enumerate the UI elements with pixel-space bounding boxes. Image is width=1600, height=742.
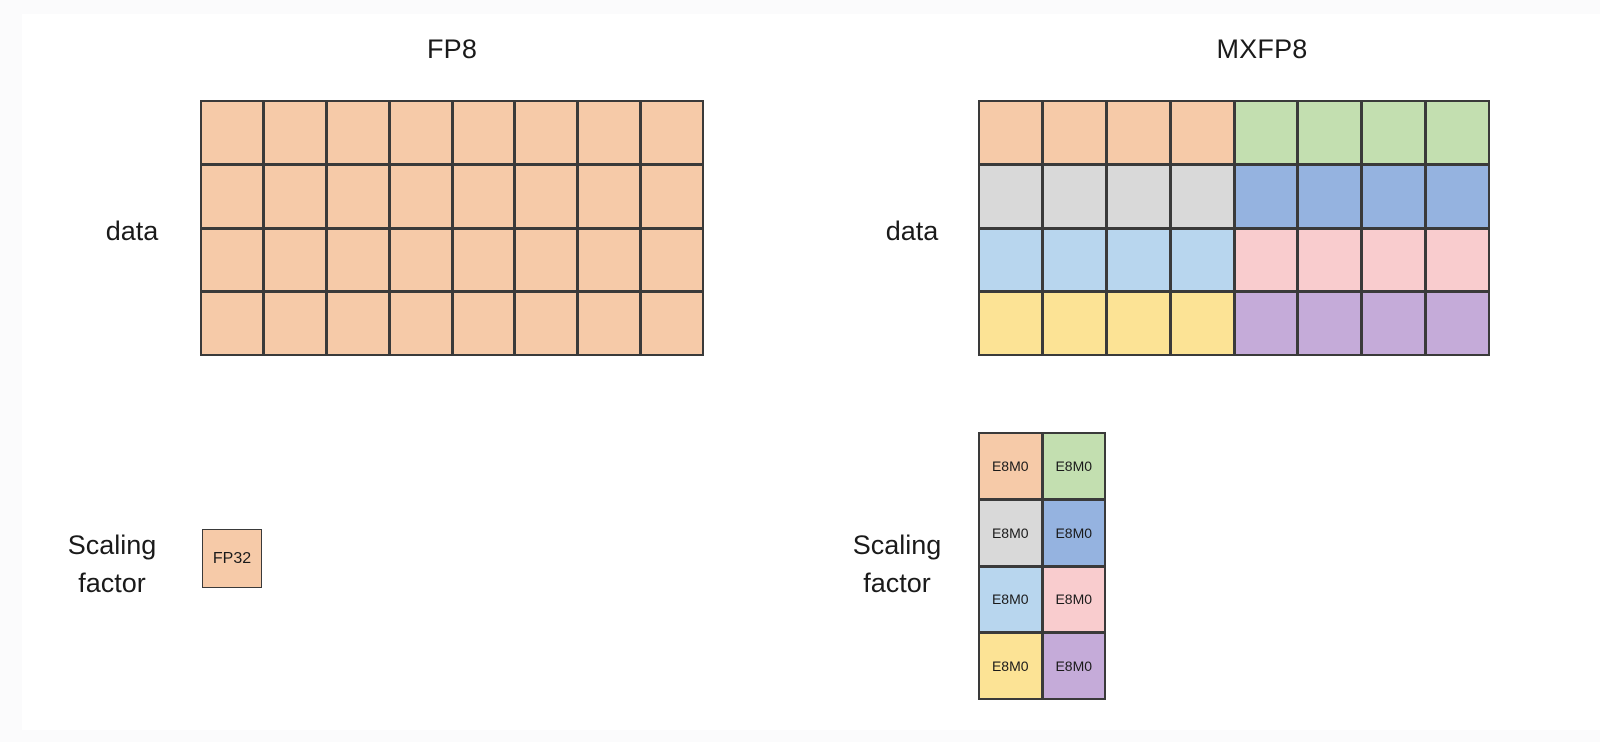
mxfp8-cell <box>1170 292 1234 355</box>
fp8-scaling-factor-label: Scaling factor <box>32 526 192 603</box>
mxfp8-cell <box>1234 228 1298 292</box>
mxfp8-cell <box>1106 292 1170 355</box>
mxfp8-scaling-label-line2: factor <box>863 568 931 599</box>
mxfp8-cell <box>1362 292 1426 355</box>
fp8-cell <box>515 164 578 228</box>
fp8-cell <box>389 228 452 292</box>
fp8-cell <box>389 101 452 164</box>
fp8-cell <box>263 228 326 292</box>
fp8-cell <box>201 164 263 228</box>
fp8-cell <box>389 164 452 228</box>
fp8-cell <box>263 164 326 228</box>
fp8-cell <box>326 228 389 292</box>
mxfp8-cell <box>1170 164 1234 228</box>
fp8-cell <box>578 101 641 164</box>
fp8-cell <box>389 292 452 355</box>
fp8-scaling-factor-box: FP32 <box>202 529 262 588</box>
mxfp8-cell <box>1426 292 1489 355</box>
fp8-cell <box>326 101 389 164</box>
mxfp8-cell <box>1234 292 1298 355</box>
mxfp8-data-label: data <box>885 216 939 246</box>
mxfp8-scaling-factor-cell: E8M0 <box>1042 499 1105 566</box>
mxfp8-cell <box>1042 292 1106 355</box>
mxfp8-cell <box>1170 101 1234 164</box>
mxfp8-cell <box>1234 101 1298 164</box>
fp8-cell <box>641 228 703 292</box>
fp8-cell <box>515 101 578 164</box>
fp8-data-grid <box>200 100 704 356</box>
fp8-cell <box>578 292 641 355</box>
fp8-cell <box>641 164 703 228</box>
mxfp8-cell <box>1042 101 1106 164</box>
mxfp8-cell <box>979 292 1042 355</box>
mxfp8-cell <box>1298 292 1362 355</box>
fp8-cell <box>641 292 703 355</box>
fp8-cell <box>515 228 578 292</box>
mxfp8-scaling-factor-cell: E8M0 <box>979 499 1042 566</box>
fp8-cell <box>578 164 641 228</box>
mxfp8-cell <box>1042 164 1106 228</box>
fp8-cell <box>515 292 578 355</box>
fp8-cell <box>452 101 515 164</box>
mxfp8-cell <box>1362 101 1426 164</box>
mxfp8-cell <box>1106 228 1170 292</box>
fp8-cell <box>452 228 515 292</box>
panel-title-fp8: FP8 <box>426 34 478 64</box>
fp8-cell <box>201 292 263 355</box>
fp8-cell <box>326 164 389 228</box>
fp8-cell <box>201 228 263 292</box>
mxfp8-cell <box>1426 101 1489 164</box>
fp8-scaling-label-line1: Scaling <box>67 530 157 560</box>
mxfp8-cell <box>1298 228 1362 292</box>
mxfp8-cell <box>1426 228 1489 292</box>
mxfp8-cell <box>1362 164 1426 228</box>
fp8-cell <box>263 292 326 355</box>
mxfp8-cell <box>979 228 1042 292</box>
fp8-cell <box>578 228 641 292</box>
mxfp8-cell <box>1426 164 1489 228</box>
mxfp8-cell <box>1362 228 1426 292</box>
mxfp8-scaling-label-line1: Scaling <box>852 530 942 560</box>
fp8-cell <box>326 292 389 355</box>
mxfp8-cell <box>1042 228 1106 292</box>
mxfp8-scaling-factor-cell: E8M0 <box>1042 566 1105 633</box>
fp8-cell <box>263 101 326 164</box>
mxfp8-cell <box>1298 164 1362 228</box>
mxfp8-scaling-factor-cell: E8M0 <box>1042 433 1105 499</box>
fp8-cell <box>201 101 263 164</box>
mxfp8-cell <box>979 164 1042 228</box>
mxfp8-data-grid <box>978 100 1490 356</box>
mxfp8-scaling-factor-cell: E8M0 <box>1042 633 1105 699</box>
mxfp8-cell <box>1170 228 1234 292</box>
fp8-cell <box>641 101 703 164</box>
mxfp8-scaling-factor-cell: E8M0 <box>979 633 1042 699</box>
panel-title-mxfp8: MXFP8 <box>1216 34 1308 64</box>
slide-canvas: FP8 data Scaling f <box>22 14 1600 730</box>
mxfp8-cell <box>1234 164 1298 228</box>
fp8-cell <box>452 292 515 355</box>
fp8-cell <box>452 164 515 228</box>
mxfp8-cell <box>1106 101 1170 164</box>
mxfp8-cell <box>979 101 1042 164</box>
mxfp8-cell <box>1298 101 1362 164</box>
fp8-scaling-label-line2: factor <box>78 568 146 599</box>
mxfp8-scaling-factor-cell: E8M0 <box>979 566 1042 633</box>
mxfp8-scaling-factor-label: Scaling factor <box>812 526 982 603</box>
mxfp8-cell <box>1106 164 1170 228</box>
mxfp8-scaling-factor-cell: E8M0 <box>979 433 1042 499</box>
fp8-data-label: data <box>105 216 159 246</box>
